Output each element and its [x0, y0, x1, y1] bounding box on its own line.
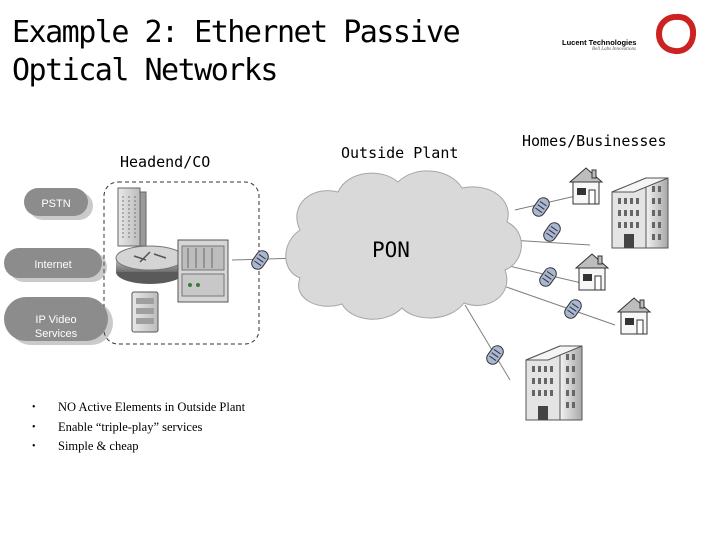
telco-switch-rack-icon — [117, 187, 147, 247]
splitter-icon — [564, 299, 582, 319]
splitter-icon — [532, 197, 550, 217]
splitter-icon — [543, 222, 561, 242]
video-server-icon — [131, 291, 159, 333]
splitter-icon — [251, 250, 269, 270]
house-icon — [568, 167, 604, 205]
homes-businesses-label: Homes/Businesses — [522, 132, 667, 150]
house-icon — [616, 297, 652, 335]
bullet-item: •Enable “triple-play” services — [32, 419, 203, 434]
company-logo-text: Lucent Technologies Bell Labs Innovation… — [562, 38, 644, 52]
olt-chassis-icon — [177, 239, 229, 303]
lucent-ring-logo-icon — [655, 13, 697, 55]
bullet-item: •Simple & cheap — [32, 439, 139, 453]
router-icon — [115, 245, 185, 284]
bullet-item: •NO Active Elements in Outside Plant — [32, 400, 246, 414]
house-icon — [574, 253, 610, 291]
slide-title: Example 2: Ethernet Passive Optical Netw… — [12, 15, 461, 88]
headend-boundary — [103, 181, 260, 345]
headend-label: Headend/CO — [120, 153, 211, 171]
logo-tagline: Bell Labs Innovations — [592, 47, 636, 52]
bullet-text: Simple & cheap — [58, 439, 139, 453]
pon-label: PON — [372, 238, 410, 262]
splitter-icon — [486, 345, 504, 365]
internet-label: Internet — [34, 259, 71, 271]
pstn-label: PSTN — [41, 198, 70, 210]
bullet-text: Enable “triple-play” services — [58, 419, 203, 434]
office-building-icon — [611, 177, 669, 249]
source-internet: Internet — [4, 248, 107, 282]
office-building-icon — [525, 345, 583, 421]
logo-company-name: Lucent Technologies — [562, 38, 637, 47]
outside-plant-label: Outside Plant — [341, 144, 459, 162]
source-pstn: PSTN — [24, 188, 93, 220]
pon-cloud — [285, 170, 522, 320]
splitter-icon — [539, 267, 557, 287]
bullet-text: NO Active Elements in Outside Plant — [58, 400, 246, 414]
bullet-list: •NO Active Elements in Outside Plant •En… — [32, 398, 245, 457]
